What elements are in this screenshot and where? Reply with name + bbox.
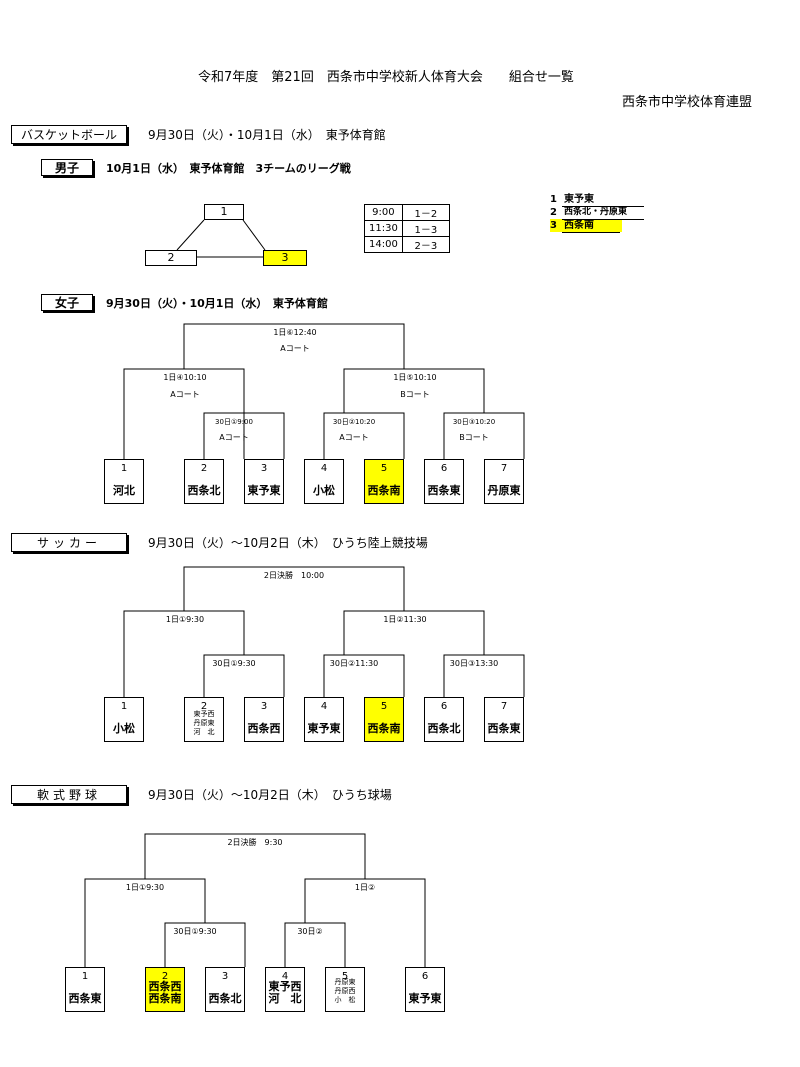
girls-final-time: 1日⑥12:40 (273, 328, 317, 337)
soccer-r1b-label: 30日②11:30 (329, 659, 379, 668)
girls-semi-left-time: 1日④10:10 (163, 373, 207, 382)
baseball-r1a-label: 30日①9:30 (173, 927, 217, 936)
girls-semi-left-court: Aコート (170, 390, 200, 399)
baseball-section-label: 軟式野球 (11, 785, 127, 804)
league-box-2: 2 (145, 250, 197, 266)
baseball-final-label: 2日決勝 9:30 (227, 838, 283, 847)
soccer-r1a-label: 30日①9:30 (212, 659, 256, 668)
organizer: 西条市中学校体育連盟 (622, 95, 753, 110)
girls-semi-right-time: 1日⑤10:10 (393, 373, 437, 382)
girls-r1a-time: 30日①9:00 (215, 418, 253, 426)
girls-r1c-court: Bコート (459, 433, 489, 442)
basketball-section-label: バスケットボール (11, 125, 127, 144)
league-box-1: 1 (204, 204, 244, 220)
soccer-semi-right-label: 1日②11:30 (383, 615, 427, 624)
girls-r1b-court: Aコート (339, 433, 369, 442)
girls-label: 女子 (41, 294, 93, 311)
baseball-r1b-label: 30日② (297, 927, 323, 936)
soccer-section-label: サッカー (11, 533, 127, 552)
boys-info: 10月1日（水） 東予体育館 3チームのリーグ戦 (106, 162, 351, 175)
basketball-info: 9月30日（火）・10月1日（水） 東予体育館 (148, 128, 386, 142)
baseball-semi-right-label: 1日② (354, 883, 376, 892)
girls-final-court: Aコート (280, 344, 310, 353)
girls-r1a-court: Aコート (219, 433, 249, 442)
girls-info: 9月30日（火）・10月1日（水） 東予体育館 (106, 297, 328, 310)
girls-r1c-time: 30日③10:20 (452, 418, 496, 426)
league-box-3: 3 (263, 250, 307, 266)
soccer-r1c-label: 30日③13:30 (449, 659, 499, 668)
baseball-semi-left-label: 1日①9:30 (125, 883, 165, 892)
page-title: 令和7年度 第21回 西条市中学校新人体育大会 組合せ一覧 (198, 70, 574, 85)
baseball-info: 9月30日（火）～10月2日（木） ひうち球場 (148, 788, 392, 802)
girls-r1b-time: 30日②10:20 (332, 418, 376, 426)
girls-semi-right-court: Bコート (400, 390, 430, 399)
boys-label: 男子 (41, 159, 93, 176)
soccer-final-label: 2日決勝 10:00 (263, 571, 325, 580)
soccer-semi-left-label: 1日①9:30 (165, 615, 205, 624)
soccer-info: 9月30日（火）～10月2日（木） ひうち陸上競技場 (148, 536, 428, 550)
